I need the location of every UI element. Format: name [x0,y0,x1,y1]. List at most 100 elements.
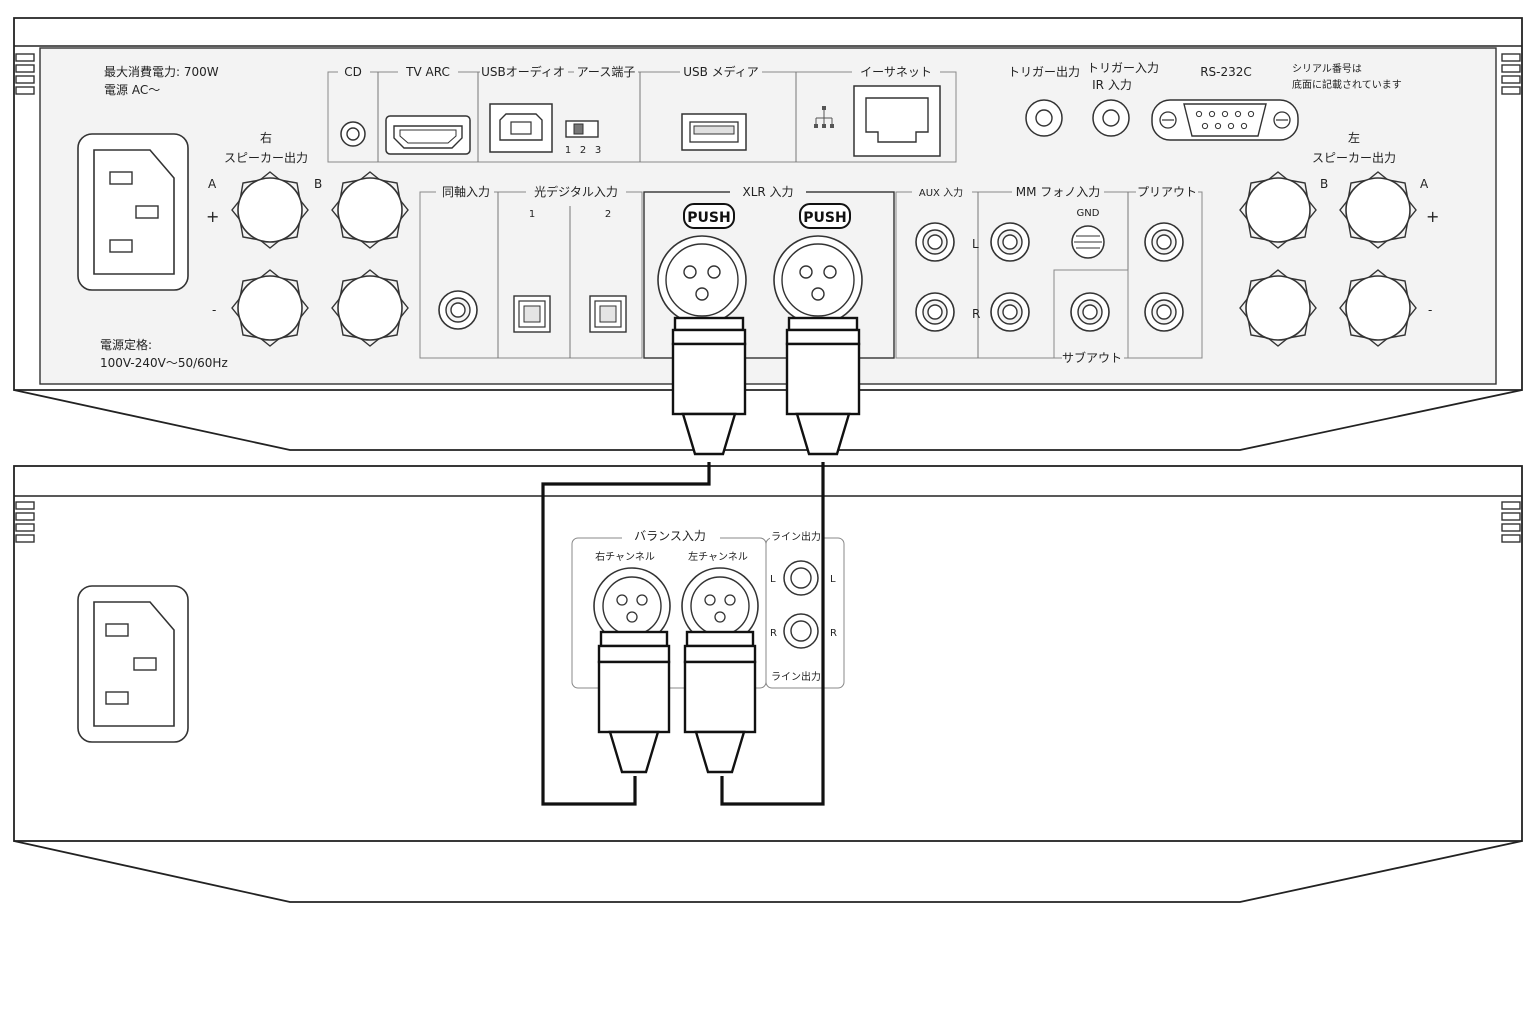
power-rating-value: 100V-240V〜50/60Hz [100,356,228,370]
sub-out-jack[interactable] [1070,292,1110,332]
cd-jack[interactable] [340,121,366,147]
coax-in-jack[interactable] [438,290,478,330]
line-out-l-jack[interactable] [783,560,819,596]
usb-media-port[interactable] [681,113,747,151]
xlr-in-left[interactable] [773,235,863,325]
earth-position-2: 2 [580,145,586,156]
vent-grille-left-source [15,501,35,543]
push-label-2: PUSH [803,210,846,226]
line-out-label-bottom: ライン出力 [771,670,821,683]
right-speaker-b-plus[interactable] [331,171,409,249]
xlr-in-right[interactable] [657,235,747,325]
speaker-a-label-left: A [1420,177,1429,191]
trigger-out-jack[interactable] [1025,99,1063,137]
left-speaker-label: 左 [1348,130,1360,145]
left-speaker-a-plus[interactable] [1339,171,1417,249]
network-icon [814,106,834,128]
power-ac-label: 電源 AC〜 [104,83,160,97]
optical-1-label: 1 [529,209,535,220]
speaker-a-label-right: A [208,177,217,191]
earth-switch[interactable] [565,120,599,138]
aux-in-r[interactable] [915,292,955,332]
optical-in-2[interactable] [589,295,627,333]
line-out-r-right: R [830,628,837,639]
line-out-r-left: R [770,628,777,639]
right-channel-label: 右チャンネル [595,550,655,563]
optical-in-1[interactable] [513,295,551,333]
ir-in-label: IR 入力 [1092,78,1132,92]
right-speaker-a-plus[interactable] [231,171,309,249]
right-speaker-output-label: スピーカー出力 [224,151,308,165]
cd-label: CD [344,65,362,79]
phono-in-l[interactable] [990,222,1030,262]
rs232c-label: RS-232C [1200,65,1252,79]
pre-out-r[interactable] [1144,292,1184,332]
coax-in-label: 同軸入力 [442,185,490,199]
source-output-panel [571,530,845,689]
trigger-out-label: トリガー出力 [1008,65,1080,79]
tv-arc-hdmi-port[interactable] [385,115,471,155]
left-speaker-b-minus[interactable] [1239,269,1317,347]
serial-note-1: シリアル番号は [1292,63,1362,75]
minus-label-left: - [1428,303,1432,317]
xlr-plug-source-right [597,630,671,774]
gnd-terminal[interactable] [1071,225,1105,259]
serial-note-2: 底面に記載されています [1292,78,1402,91]
line-out-label-top: ライン出力 [771,530,821,543]
minus-label-right: - [212,303,216,317]
power-rating-label: 電源定格: [100,337,152,352]
left-speaker-b-plus[interactable] [1239,171,1317,249]
xlr-plug-amp-right [671,316,747,456]
left-speaker-a-minus[interactable] [1339,269,1417,347]
right-speaker-b-minus[interactable] [331,269,409,347]
trigger-in-jack[interactable] [1092,99,1130,137]
ethernet-label: イーサネット [860,65,932,79]
aux-in-l[interactable] [915,222,955,262]
left-channel-label: 左チャンネル [688,550,748,563]
input-panels [419,184,1203,364]
xlr-plug-source-left [683,630,757,774]
trigger-in-label: トリガー入力 [1087,61,1159,75]
tv-arc-label: TV ARC [405,65,450,79]
plus-label-left: + [1426,207,1439,226]
usb-audio-port[interactable] [489,103,553,153]
right-speaker-label: 右 [260,130,272,145]
speaker-b-label-left: B [1320,177,1328,191]
aux-in-label: AUX 入力 [919,186,963,199]
pre-out-label: プリアウト [1137,185,1197,199]
max-power-label: 最大消費電力: 700W [104,64,219,79]
earth-position-3: 3 [595,145,601,156]
sub-out-label: サブアウト [1062,350,1122,365]
mm-phono-label: MM フォノ入力 [1016,185,1101,199]
aux-r-label: R [972,307,980,321]
xlr-plug-amp-left [785,316,861,456]
optical-2-label: 2 [605,209,611,220]
xlr-in-label: XLR 入力 [742,185,793,199]
earth-position-1: 1 [565,145,571,156]
source-unit [13,465,1523,903]
phono-in-r[interactable] [990,292,1030,332]
top-digital-panel [327,64,957,163]
push-badge-1 [683,203,735,229]
vent-grille-right-source [1501,501,1521,543]
line-out-l-right: L [830,574,836,585]
line-out-r-jack[interactable] [783,613,819,649]
rs232c-port[interactable] [1151,99,1299,141]
speaker-b-label-right: B [314,177,322,191]
right-speaker-a-minus[interactable] [231,269,309,347]
usb-media-label: USB メディア [683,64,759,79]
ethernet-port[interactable] [853,85,941,157]
xlr-cables [541,462,825,806]
vent-grille-left [15,53,35,95]
optical-in-label: 光デジタル入力 [534,184,618,199]
push-badge-2 [799,203,851,229]
pre-out-l[interactable] [1144,222,1184,262]
usb-audio-label: USBオーディオ [481,64,565,79]
aux-l-label: L [972,237,979,251]
balanced-in-label: バランス入力 [634,529,706,543]
power-inlet-amp[interactable] [77,133,189,291]
power-inlet-source[interactable] [77,585,189,743]
push-label-1: PUSH [687,210,730,226]
line-out-l-left: L [770,574,776,585]
